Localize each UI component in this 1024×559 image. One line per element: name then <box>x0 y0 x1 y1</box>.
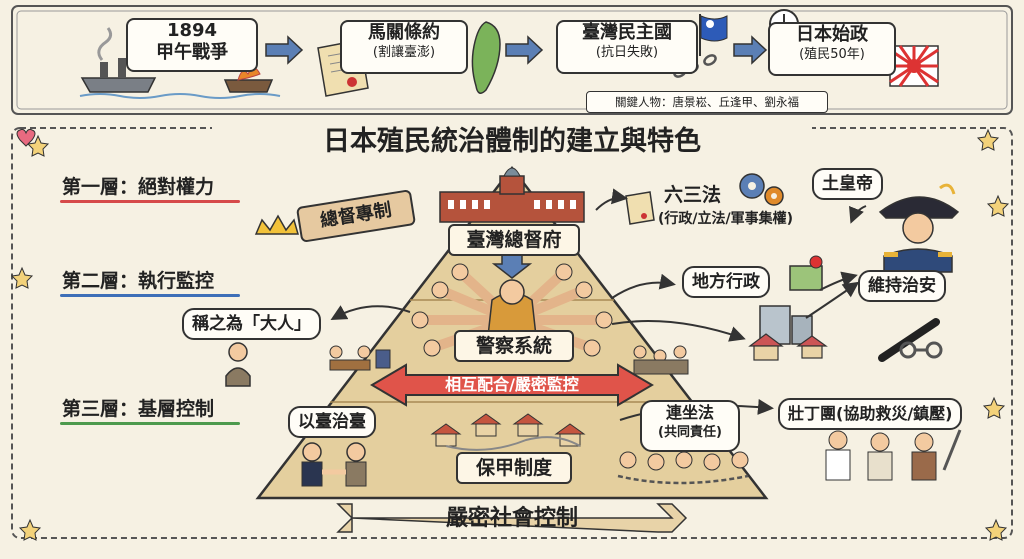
page-title: 日本殖民統治體制的建立與特色 <box>212 124 812 160</box>
timeline-box-republic: 臺灣民主國 (抗日失敗) <box>556 20 698 74</box>
layer-underline-1 <box>60 200 240 203</box>
layer-underline-3 <box>60 422 240 425</box>
village-houses-icon <box>430 413 586 451</box>
baton-icon <box>878 318 940 362</box>
governor-office-label: 臺灣總督府 <box>448 224 580 256</box>
timeline-line1: 1894 <box>166 20 218 41</box>
timeline-line1: 日本始政 <box>796 24 868 45</box>
militia-callout: 壯丁團(協助救災/鎮壓) <box>778 398 963 430</box>
layer-underline-2 <box>60 294 240 297</box>
handshake-icon <box>301 442 367 487</box>
collective-liability-subtitle: (共同責任) <box>658 425 722 440</box>
police-system-label: 警察系統 <box>454 330 574 362</box>
emperor-callout: 土皇帝 <box>812 168 883 200</box>
crown-icon <box>254 214 299 235</box>
timeline-box-japanese-rule: 日本始政 (殖民50年) <box>768 22 896 76</box>
handcuffs-icon <box>899 341 943 359</box>
collective-liability-title: 連坐法 <box>665 403 714 422</box>
bowing-person-icon <box>225 342 251 387</box>
heart-icon <box>16 128 36 147</box>
militia-men-icon <box>825 429 962 481</box>
banner-text: 相互配合/嚴密監控 <box>445 375 579 394</box>
timeline-line2: 甲午戰爭 <box>156 42 228 63</box>
timeline-arrows <box>265 35 768 65</box>
taiwanese-rule-callout: 以臺治臺 <box>288 406 376 438</box>
timeline-line2: (抗日失敗) <box>595 45 659 60</box>
timeline-box-sino-japanese-war: 1894 甲午戰爭 <box>126 18 258 72</box>
footer-ribbon <box>336 503 688 533</box>
household-people-icon <box>633 345 689 375</box>
governor-building-icon <box>439 167 585 223</box>
emperor-figure-icon <box>878 183 960 273</box>
gears-icon <box>739 173 784 206</box>
law-63-subtitle: (行政/立法/軍事集權) <box>658 211 794 227</box>
decor-stars <box>10 128 1010 541</box>
layer-label-2: 第二層：執行監控 <box>62 270 215 292</box>
rising-sun-flag-icon <box>889 45 939 87</box>
daren-callout: 稱之為「大人」 <box>182 308 321 340</box>
republic-flag-icon <box>699 14 728 56</box>
monitoring-banner-arrow <box>370 363 654 407</box>
collective-liability-callout: 連坐法 (共同責任) <box>640 400 740 452</box>
baojia-system-label: 保甲制度 <box>456 452 572 484</box>
burning-ship-icon <box>223 67 274 93</box>
law-scroll-icon <box>625 191 655 225</box>
warship-icon <box>80 27 157 93</box>
chained-people-icon <box>617 451 749 485</box>
map-pin-icon <box>789 255 823 291</box>
timeline-line2: (殖民50年) <box>799 47 865 62</box>
timeline-line1: 臺灣民主國 <box>582 22 672 43</box>
timeline-frame <box>11 5 1013 115</box>
maintain-order-callout: 維持治安 <box>858 270 946 302</box>
layer-label-3: 第三層：基層控制 <box>62 398 215 420</box>
timeline-box-treaty: 馬關條約 (割讓臺澎) <box>340 20 468 74</box>
taiwan-map-icon <box>471 21 501 94</box>
law-63-title: 六三法 <box>664 184 722 206</box>
city-buildings-icon <box>748 305 828 361</box>
footer-title: 嚴密社會控制 <box>445 506 578 531</box>
layer-label-1: 第一層：絕對權力 <box>62 176 215 198</box>
local-admin-callout: 地方行政 <box>682 266 770 298</box>
family-table-icon <box>329 345 391 371</box>
key-figures-note: 關鍵人物：唐景崧、丘逢甲、劉永福 <box>586 91 828 113</box>
timeline-line2: (割讓臺澎) <box>372 45 436 60</box>
timeline-line1: 馬關條約 <box>368 22 440 43</box>
